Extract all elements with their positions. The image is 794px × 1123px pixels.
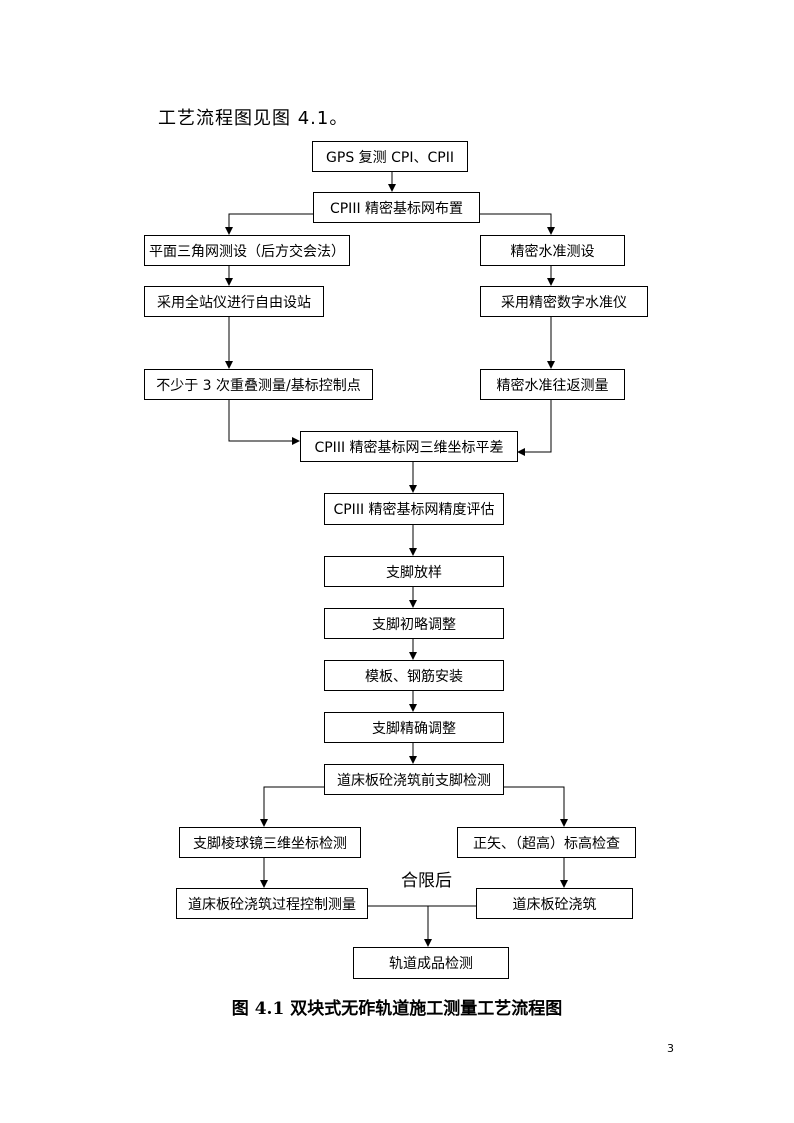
qualified-label: 合限后 <box>401 871 452 891</box>
node-triangle-net: 平面三角网测设（后方交会法） <box>144 235 350 266</box>
node-overlap: 不少于 3 次重叠测量/基标控制点 <box>144 369 373 400</box>
arrow-precheck-to-elevation <box>504 786 568 827</box>
node-rough-adjust: 支脚初略调整 <box>324 608 504 639</box>
node-formwork: 模板、钢筋安装 <box>324 660 504 691</box>
arrow-roundtrip-to-adjust <box>517 400 552 456</box>
node-precision-eval: CPIII 精密基标网精度评估 <box>324 493 504 525</box>
node-pre-pour-check: 道床板砼浇筑前支脚检测 <box>324 764 504 795</box>
node-prism-3d: 支脚棱球镜三维坐标检测 <box>179 827 361 858</box>
arrow-layout-to-leveling <box>480 213 555 235</box>
node-total-station: 采用全站仪进行自由设站 <box>144 286 324 317</box>
arrow-overlap-to-adjust <box>228 400 300 445</box>
node-leveling: 精密水准测设 <box>480 235 625 266</box>
node-adjust-3d: CPIII 精密基标网三维坐标平差 <box>300 431 518 462</box>
node-gps: GPS 复测 CPI、CPII <box>312 141 468 172</box>
node-final-check: 轨道成品检测 <box>353 947 509 979</box>
arrow-precheck-to-prism <box>260 786 324 827</box>
node-elevation: 正矢、（超高）标高检查 <box>457 827 636 858</box>
node-round-trip: 精密水准往返测量 <box>480 369 625 400</box>
node-pour-control: 道床板砼浇筑过程控制测量 <box>176 888 368 919</box>
node-cpiii-layout: CPIII 精密基标网布置 <box>313 192 480 223</box>
node-stakeout: 支脚放样 <box>324 556 504 587</box>
node-digital-level: 采用精密数字水准仪 <box>480 286 648 317</box>
figure-caption: 图 4.1 双块式无砟轨道施工测量工艺流程图 <box>231 999 563 1019</box>
node-fine-adjust: 支脚精确调整 <box>324 712 504 743</box>
intro-text: 工艺流程图见图 4.1。 <box>158 108 349 129</box>
node-pour: 道床板砼浇筑 <box>476 888 633 919</box>
page-number: 3 <box>667 1042 674 1055</box>
arrow-layout-to-triangle <box>225 213 313 235</box>
